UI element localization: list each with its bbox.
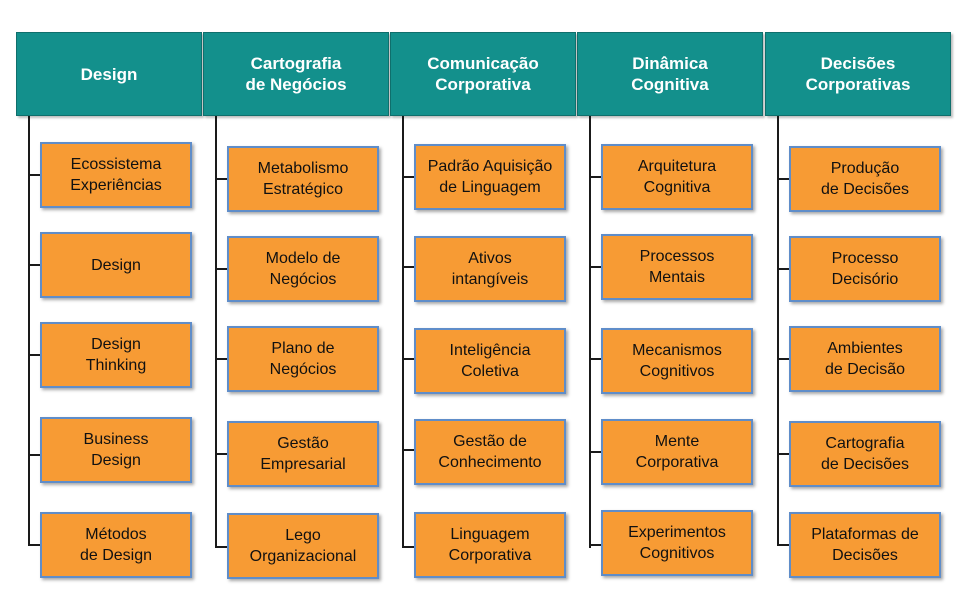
item-box: Arquitetura Cognitiva — [601, 144, 753, 210]
column-header-cartografia-de-negocios: Cartografia de Negócios — [203, 32, 389, 116]
connector-tick — [402, 546, 414, 548]
connector-tick — [215, 453, 227, 455]
connector-tick — [589, 544, 601, 546]
connector-tick — [777, 544, 789, 546]
column-header-dinamica-cognitiva: Dinâmica Cognitiva — [577, 32, 763, 116]
column-header-design: Design — [16, 32, 202, 116]
item-box: Produção de Decisões — [789, 146, 941, 212]
connector-tick — [589, 451, 601, 453]
connector-tick — [589, 358, 601, 360]
connector-tick — [28, 354, 40, 356]
item-box: Padrão Aquisição de Linguagem — [414, 144, 566, 210]
connector-tick — [777, 453, 789, 455]
item-box: Plano de Negócios — [227, 326, 379, 392]
item-box: Ambientes de Decisão — [789, 326, 941, 392]
item-box: Mente Corporativa — [601, 419, 753, 485]
connector-tick — [28, 544, 40, 546]
connector-tick — [28, 174, 40, 176]
connector-tick — [777, 358, 789, 360]
item-box: Modelo de Negócios — [227, 236, 379, 302]
item-box: Mecanismos Cognitivos — [601, 328, 753, 394]
connector-tick — [402, 266, 414, 268]
connector-line — [215, 116, 217, 548]
connector-tick — [402, 176, 414, 178]
item-box: Lego Organizacional — [227, 513, 379, 579]
connector-tick — [777, 268, 789, 270]
item-box: Design — [40, 232, 192, 298]
connector-line — [777, 116, 779, 546]
item-box: Cartografia de Decisões — [789, 421, 941, 487]
connector-tick — [589, 176, 601, 178]
connector-line — [402, 116, 404, 548]
item-box: Ativos intangíveis — [414, 236, 566, 302]
connector-line — [28, 116, 30, 546]
connector-tick — [215, 358, 227, 360]
item-box: Ecossistema Experiências — [40, 142, 192, 208]
connector-tick — [215, 178, 227, 180]
connector-tick — [777, 178, 789, 180]
column-header-comunicacao-corporativa: Comunicação Corporativa — [390, 32, 576, 116]
connector-tick — [402, 358, 414, 360]
item-box: Business Design — [40, 417, 192, 483]
connector-tick — [215, 268, 227, 270]
item-box: Design Thinking — [40, 322, 192, 388]
connector-tick — [215, 546, 227, 548]
item-box: Inteligência Coletiva — [414, 328, 566, 394]
item-box: Métodos de Design — [40, 512, 192, 578]
item-box: Gestão Empresarial — [227, 421, 379, 487]
column-header-decisoes-corporativas: Decisões Corporativas — [765, 32, 951, 116]
item-box: Gestão de Conhecimento — [414, 419, 566, 485]
item-box: Plataformas de Decisões — [789, 512, 941, 578]
item-box: Experimentos Cognitivos — [601, 510, 753, 576]
item-box: Processo Decisório — [789, 236, 941, 302]
item-box: Linguagem Corporativa — [414, 512, 566, 578]
connector-tick — [28, 264, 40, 266]
connector-tick — [402, 449, 414, 451]
connector-line — [589, 116, 591, 548]
connector-tick — [589, 266, 601, 268]
item-box: Processos Mentais — [601, 234, 753, 300]
item-box: Metabolismo Estratégico — [227, 146, 379, 212]
connector-tick — [28, 454, 40, 456]
